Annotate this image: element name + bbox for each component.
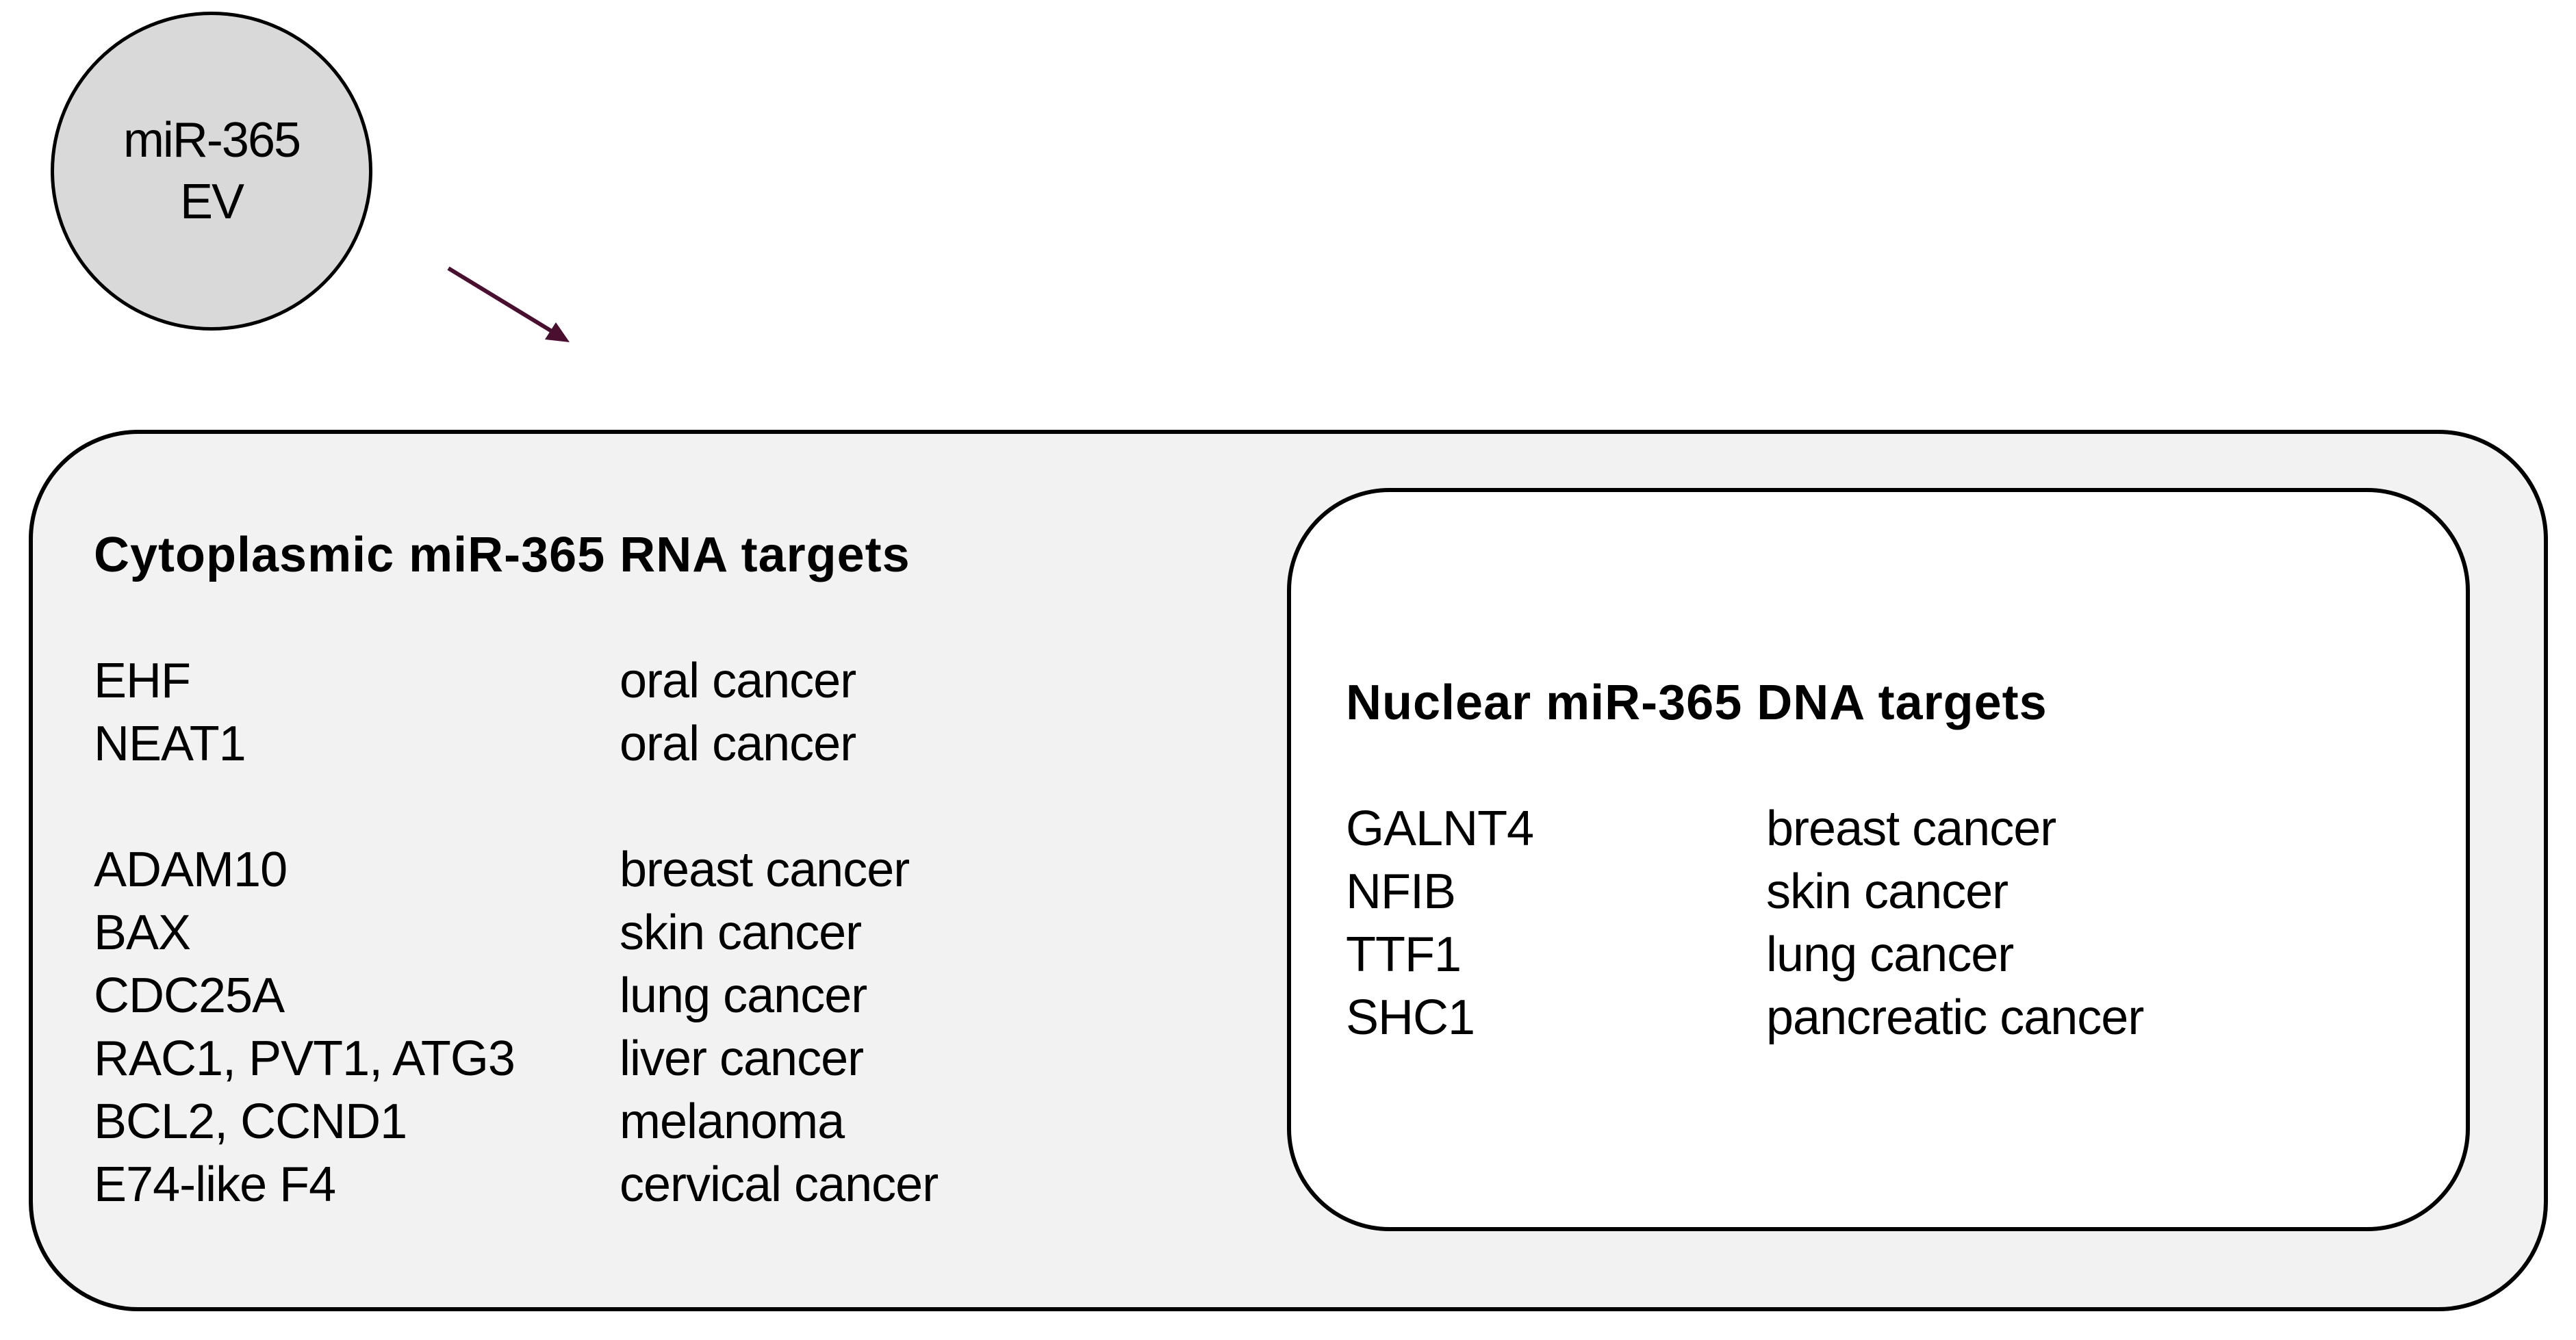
nuclear-gene: GALNT4	[1346, 801, 1534, 856]
cyto-gene: ADAM10	[94, 842, 288, 897]
cyto-cancer: breast cancer	[620, 842, 910, 897]
cyto-gene: CDC25A	[94, 968, 285, 1023]
cyto-cancer: melanoma	[620, 1094, 845, 1149]
cyto-gene: E74-like F4	[94, 1157, 336, 1212]
ev-label-line1: miR-365	[123, 113, 301, 168]
nuclear-cancer: pancreatic cancer	[1766, 990, 2144, 1045]
cyto-gene: BCL2, CCND1	[94, 1094, 407, 1149]
cytoplasm-title: Cytoplasmic miR-365 RNA targets	[94, 528, 910, 582]
nucleus-title: Nuclear miR-365 DNA targets	[1346, 675, 2048, 730]
cyto-gene: EHF	[94, 654, 191, 708]
cyto-cancer: oral cancer	[620, 717, 856, 771]
nuclear-cancer: breast cancer	[1766, 801, 2056, 856]
ev-circle: miR-365 EV	[51, 12, 372, 331]
nuclear-gene: TTF1	[1346, 927, 1462, 982]
nuclear-cancer: lung cancer	[1766, 927, 2014, 982]
cyto-cancer: liver cancer	[620, 1031, 864, 1086]
nucleus	[1287, 488, 2470, 1231]
cyto-cancer: cervical cancer	[620, 1157, 939, 1212]
cyto-gene: RAC1, PVT1, ATG3	[94, 1031, 515, 1086]
cyto-cancer: skin cancer	[620, 905, 862, 960]
cyto-gene: NEAT1	[94, 717, 246, 771]
nuclear-cancer: skin cancer	[1766, 864, 2008, 919]
ev-label-line2: EV	[179, 175, 244, 229]
nuclear-gene: NFIB	[1346, 864, 1456, 919]
cyto-gene: BAX	[94, 905, 191, 960]
nuclear-gene: SHC1	[1346, 990, 1475, 1045]
cyto-cancer: oral cancer	[620, 654, 856, 708]
cyto-cancer: lung cancer	[620, 968, 867, 1023]
